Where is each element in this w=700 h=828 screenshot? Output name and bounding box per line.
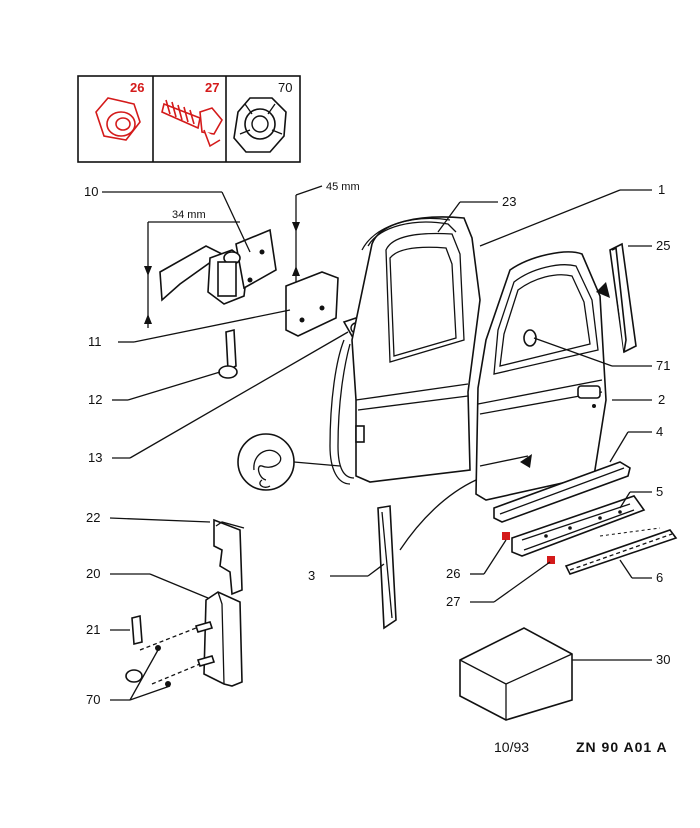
seal-block: [213, 518, 245, 596]
clip-icon: [95, 97, 141, 141]
callout-11: 11: [88, 334, 102, 349]
window-channel-trim: [596, 242, 637, 354]
rear-door: [475, 251, 607, 501]
fastener-legend: 26 27 70: [77, 75, 301, 163]
nut-icon: [233, 97, 287, 153]
screw-marker-27: [547, 556, 555, 564]
callout-2: 2: [658, 392, 665, 407]
legend-label-26: 26: [130, 80, 144, 95]
leader-lines: [102, 189, 652, 701]
body-side-mouldings: [493, 461, 678, 575]
callout-12: 12: [88, 392, 102, 407]
callout-4: 4: [656, 424, 663, 439]
callout-1: 1: [658, 182, 665, 197]
front-door: [351, 216, 481, 483]
callout-5: 5: [656, 484, 663, 499]
callout-20: 20: [86, 566, 100, 581]
callout-25: 25: [656, 238, 670, 253]
legend-label-27: 27: [205, 80, 219, 95]
footer: 10/93 ZN 90 A01 A: [494, 739, 668, 755]
callout-30: 30: [656, 652, 670, 667]
callout-labels: 10 23 1 25 11 71 12 2 4 13 5 22 20 3 26 …: [84, 182, 670, 707]
diagram-reference: ZN 90 A01 A: [576, 739, 668, 755]
hinge-assembly: 34 mm 45 mm: [144, 181, 364, 379]
dimension-45mm: 45 mm: [326, 181, 360, 193]
callout-23: 23: [502, 194, 516, 209]
callout-3: 3: [308, 568, 315, 583]
foam-block: [459, 627, 573, 721]
callout-10: 10: [84, 184, 98, 199]
b-pillar-seal: [377, 479, 477, 630]
callout-21: 21: [86, 622, 100, 637]
callout-22: 22: [86, 510, 100, 525]
door-frame-seal: [329, 217, 457, 485]
diagram-date: 10/93: [494, 739, 529, 755]
callout-27: 27: [446, 594, 460, 609]
callout-13: 13: [88, 450, 102, 465]
callout-6: 6: [656, 570, 663, 585]
callout-26: 26: [446, 566, 460, 581]
legend-label-70: 70: [278, 80, 292, 95]
seal-detail-inset: [237, 433, 341, 491]
hinge-bracket: [125, 591, 243, 687]
screw-icon: [161, 99, 223, 148]
callout-70: 70: [86, 692, 100, 707]
callout-71: 71: [656, 358, 670, 373]
dimension-34mm: 34 mm: [172, 209, 206, 221]
clip-marker-26: [502, 532, 510, 540]
